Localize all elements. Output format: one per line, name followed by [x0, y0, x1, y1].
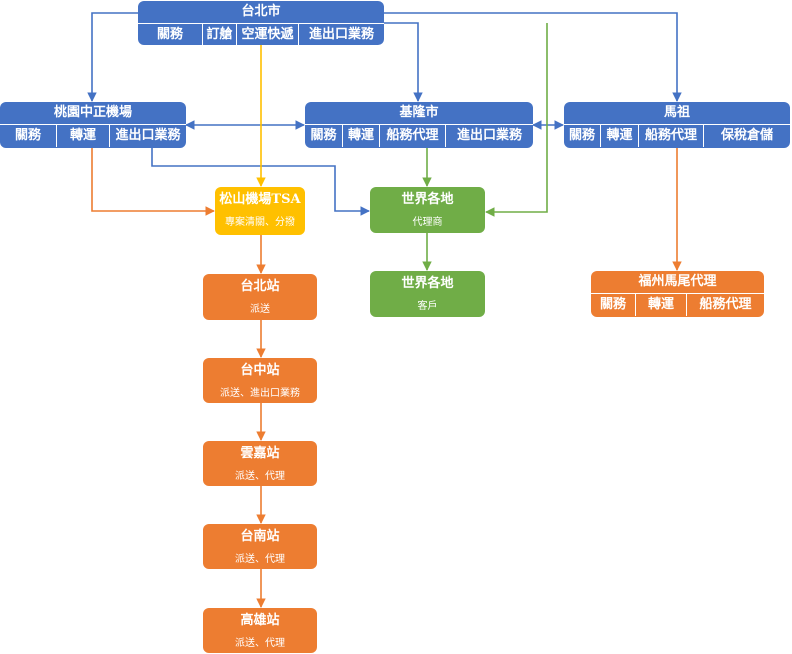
node-subtitle: 派送	[250, 304, 270, 315]
node-world-customer: 世界各地 客戶	[370, 271, 485, 317]
service-item: 關務	[310, 128, 337, 143]
node-subtitle: 派送、進出口業務	[220, 388, 300, 399]
node-title: 世界各地	[401, 192, 454, 207]
service-item: 進出口業務	[298, 24, 384, 45]
node-subtitle: 派送、代理	[235, 638, 285, 649]
node-title: 世界各地	[401, 276, 454, 291]
edge-taipei-keelung	[383, 22, 423, 102]
service-item: 船務代理	[638, 125, 703, 147]
service-row: 關務 轉運 船務代理 進出口業務	[305, 124, 533, 147]
node-fuzhou: 福州馬尾代理 關務 轉運 船務代理	[591, 271, 764, 317]
node-taipei: 台北市 關務 訂艙 空運快遞 進出口業務	[138, 1, 384, 45]
node-subtitle: 專案清關、分撥	[225, 217, 295, 228]
node-title: 松山機場TSA	[219, 192, 301, 207]
service-item: 轉運	[56, 125, 109, 147]
edge-taoyuan-songshan	[91, 148, 215, 216]
node-title: 台北站	[240, 279, 280, 294]
service-row: 關務 訂艙 空運快遞 進出口業務	[138, 23, 384, 45]
edge-taoyuan-world	[151, 148, 370, 216]
node-station-taipei: 台北站 派送	[203, 274, 317, 320]
node-title: 福州馬尾代理	[638, 274, 717, 289]
service-item: 空運快遞	[236, 24, 298, 45]
service-item: 關務	[599, 297, 626, 312]
edge-taipei-world	[485, 23, 548, 217]
service-item: 關務	[568, 128, 595, 143]
service-item: 船務代理	[686, 294, 764, 316]
node-title: 台中站	[240, 363, 280, 378]
service-item: 進出口業務	[109, 125, 186, 147]
node-station-yunjia: 雲嘉站 派送、代理	[203, 441, 317, 486]
edge-taipei-mazu	[383, 12, 682, 102]
node-mazu: 馬祖 關務 轉運 船務代理 保稅倉儲	[564, 102, 790, 148]
service-item: 關務	[156, 27, 183, 42]
service-item: 轉運	[342, 125, 379, 147]
service-item: 轉運	[600, 125, 638, 147]
service-row: 關務 轉運 船務代理 保稅倉儲	[564, 124, 790, 147]
node-songshan: 松山機場TSA 專案清關、分撥	[215, 187, 305, 235]
node-subtitle: 派送、代理	[235, 554, 285, 565]
node-subtitle: 派送、代理	[235, 471, 285, 482]
node-title: 雲嘉站	[240, 446, 280, 461]
node-taoyuan: 桃園中正機場 關務 轉運 進出口業務	[0, 102, 186, 148]
service-row: 關務 轉運 船務代理	[591, 293, 764, 316]
service-item: 訂艙	[202, 24, 236, 45]
node-world-agent: 世界各地 代理商	[370, 187, 485, 233]
node-subtitle: 客戶	[417, 301, 438, 312]
node-keelung: 基隆市 關務 轉運 船務代理 進出口業務	[305, 102, 533, 148]
node-title: 台南站	[240, 529, 280, 544]
node-title: 桃園中正機場	[53, 105, 132, 120]
node-title: 高雄站	[240, 613, 280, 628]
node-station-kaohsiung: 高雄站 派送、代理	[203, 608, 317, 653]
service-item: 進出口業務	[445, 125, 533, 147]
edge-taipei-taoyuan	[87, 12, 139, 102]
service-item: 船務代理	[379, 125, 445, 147]
service-row: 關務 轉運 進出口業務	[0, 124, 186, 147]
service-item: 轉運	[635, 294, 686, 316]
node-subtitle: 代理商	[412, 217, 443, 228]
service-item: 保稅倉儲	[703, 125, 790, 147]
node-station-tainan: 台南站 派送、代理	[203, 524, 317, 569]
node-title: 台北市	[241, 4, 281, 19]
node-station-taichung: 台中站 派送、進出口業務	[203, 358, 317, 403]
node-title: 基隆市	[399, 105, 439, 120]
service-item: 關務	[14, 128, 41, 143]
node-title: 馬祖	[663, 105, 690, 120]
